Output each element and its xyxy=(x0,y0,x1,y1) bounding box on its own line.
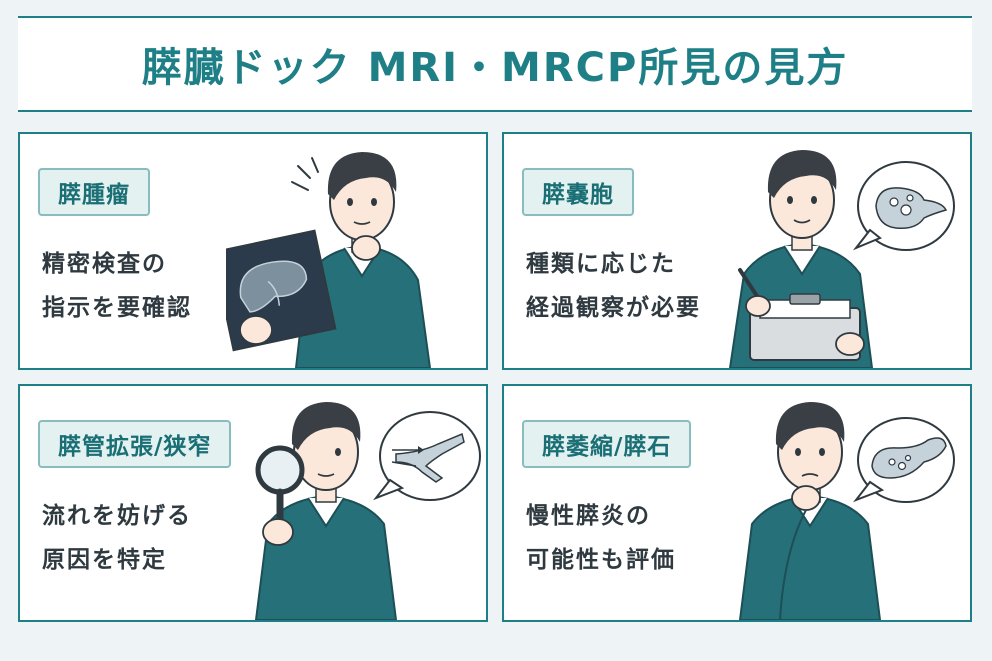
panel-description: 種類に応じた 経過観察が必要 xyxy=(526,242,701,330)
description-line: 種類に応じた xyxy=(526,251,676,277)
description-line: 経過観察が必要 xyxy=(526,295,701,321)
clipboard-icon xyxy=(749,293,861,361)
description-line: 原因を特定 xyxy=(42,547,167,573)
panel-pancreatic-cyst: 膵嚢胞 種類に応じた 経過観察が必要 xyxy=(502,132,972,370)
panel-description: 精密検査の 指示を要確認 xyxy=(42,242,192,330)
panel-pancreatic-mass: 膵腫瘤 精密検査の 指示を要確認 xyxy=(18,132,488,370)
duct-bubble-icon xyxy=(373,411,481,501)
panel-tag: 膵萎縮/膵石 xyxy=(522,420,692,468)
page-title: 膵臓ドック MRI・MRCP所見の見方 xyxy=(141,45,849,91)
doctor-with-magnifier-illustration xyxy=(254,402,481,620)
description-line: 流れを妨げる xyxy=(42,503,192,529)
emphasis-lines-icon xyxy=(291,157,319,191)
panel-tag: 膵管拡張/狭窄 xyxy=(38,420,232,468)
doctor-with-clipboard-illustration xyxy=(728,150,955,368)
description-line: 精密検査の xyxy=(42,251,167,277)
panel-tag: 膵腫瘤 xyxy=(38,168,150,216)
doctor-thinking-illustration xyxy=(738,402,955,620)
panel-description: 慢性膵炎の 可能性も評価 xyxy=(526,494,676,582)
title-band: 膵臓ドック MRI・MRCP所見の見方 xyxy=(18,16,972,112)
panel-duct-dilation: 膵管拡張/狭窄 流れを妨げる 原因を特定 xyxy=(18,384,488,622)
doctor-with-xray-illustration xyxy=(226,152,432,368)
description-line: 可能性も評価 xyxy=(526,547,676,573)
panel-atrophy-stone: 膵萎縮/膵石 慢性膵炎の 可能性も評価 xyxy=(502,384,972,622)
panel-description: 流れを妨げる 原因を特定 xyxy=(42,494,192,582)
panel-tag: 膵嚢胞 xyxy=(522,168,634,216)
description-line: 指示を要確認 xyxy=(42,295,192,321)
cyst-bubble-icon xyxy=(852,161,955,251)
pancreas-stone-bubble-icon xyxy=(853,417,955,503)
description-line: 慢性膵炎の xyxy=(526,503,651,529)
